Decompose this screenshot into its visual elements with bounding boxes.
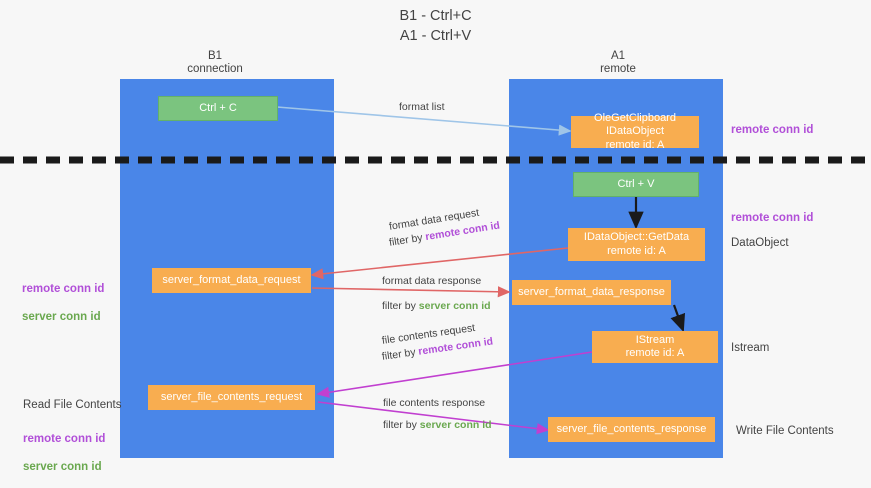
box-ctrl-c[interactable]: Ctrl + C — [158, 96, 278, 121]
note-remote-conn-id-top: remote conn id — [731, 124, 814, 136]
filter-prefix: filter by — [383, 419, 420, 431]
note-read-file-contents: Read File Contents — [23, 399, 122, 411]
box-ctrl-v[interactable]: Ctrl + V — [573, 172, 699, 197]
edge-label-format-data-response-filter: filter by server conn id — [382, 299, 491, 313]
box-idataobject-getdata[interactable]: IDataObject::GetData remote id: A — [568, 228, 705, 261]
note-conn-ids-upper: remote conn id server conn id — [22, 268, 104, 338]
edge-label-format-data-request-group: format data request filter by remote con… — [388, 207, 501, 250]
filter-value: server conn id — [418, 300, 491, 312]
arrow-format-data-response — [311, 286, 511, 298]
edge-label-file-contents-response: file contents response — [383, 397, 486, 409]
arrow-file-contents-request — [316, 351, 593, 398]
note-remote-conn-id-left-2: remote conn id — [23, 433, 106, 445]
edge-label-format-data-response-group: format data response filter by server co… — [382, 274, 491, 313]
note-write-file-contents: Write File Contents — [736, 425, 834, 437]
note-server-conn-id-left: server conn id — [22, 311, 101, 323]
filter-prefix: filter by — [381, 345, 420, 363]
box-istream[interactable]: IStream remote id: A — [592, 331, 718, 363]
edge-label-file-contents-request-group: file contents request filter by remote c… — [381, 322, 494, 364]
page-title: B1 - Ctrl+C A1 - Ctrl+V — [399, 8, 472, 44]
filter-prefix: filter by — [388, 231, 427, 249]
edge-label-format-list: format list — [399, 101, 445, 113]
filter-prefix: filter by — [382, 300, 419, 312]
note-read-file-contents-group: Read File Contents remote conn id server… — [23, 384, 121, 488]
arrow-format-list — [276, 106, 572, 136]
box-server-file-contents-response[interactable]: server_file_contents_response — [548, 417, 715, 442]
arrow-file-contents-response — [317, 401, 550, 435]
box-server-format-data-request[interactable]: server_format_data_request — [152, 268, 311, 293]
column-header-right: A1 remote — [600, 50, 636, 75]
arrow-format-data-request — [310, 247, 569, 280]
box-ole-get-clipboard[interactable]: OleGetClipboard IDataObject remote id: A — [571, 112, 699, 151]
edge-label-file-contents-response-group: file contents response filter by server … — [383, 396, 492, 432]
column-header-left: B1 connection — [187, 50, 243, 75]
note-istream: Istream — [731, 342, 770, 354]
filter-value: server conn id — [419, 419, 492, 431]
note-remote-conn-id-left: remote conn id — [22, 283, 105, 295]
edge-label-file-contents-response-filter: filter by server conn id — [383, 418, 492, 432]
note-dataobject: DataObject — [731, 237, 789, 249]
note-server-conn-id-left-2: server conn id — [23, 461, 102, 473]
box-server-file-contents-request[interactable]: server_file_contents_request — [148, 385, 315, 410]
edge-label-format-data-response: format data response — [382, 275, 482, 287]
arrow-response-to-istream — [670, 304, 686, 333]
box-server-format-data-response[interactable]: server_format_data_response — [512, 280, 671, 305]
note-remote-conn-id-mid: remote conn id — [731, 212, 814, 224]
